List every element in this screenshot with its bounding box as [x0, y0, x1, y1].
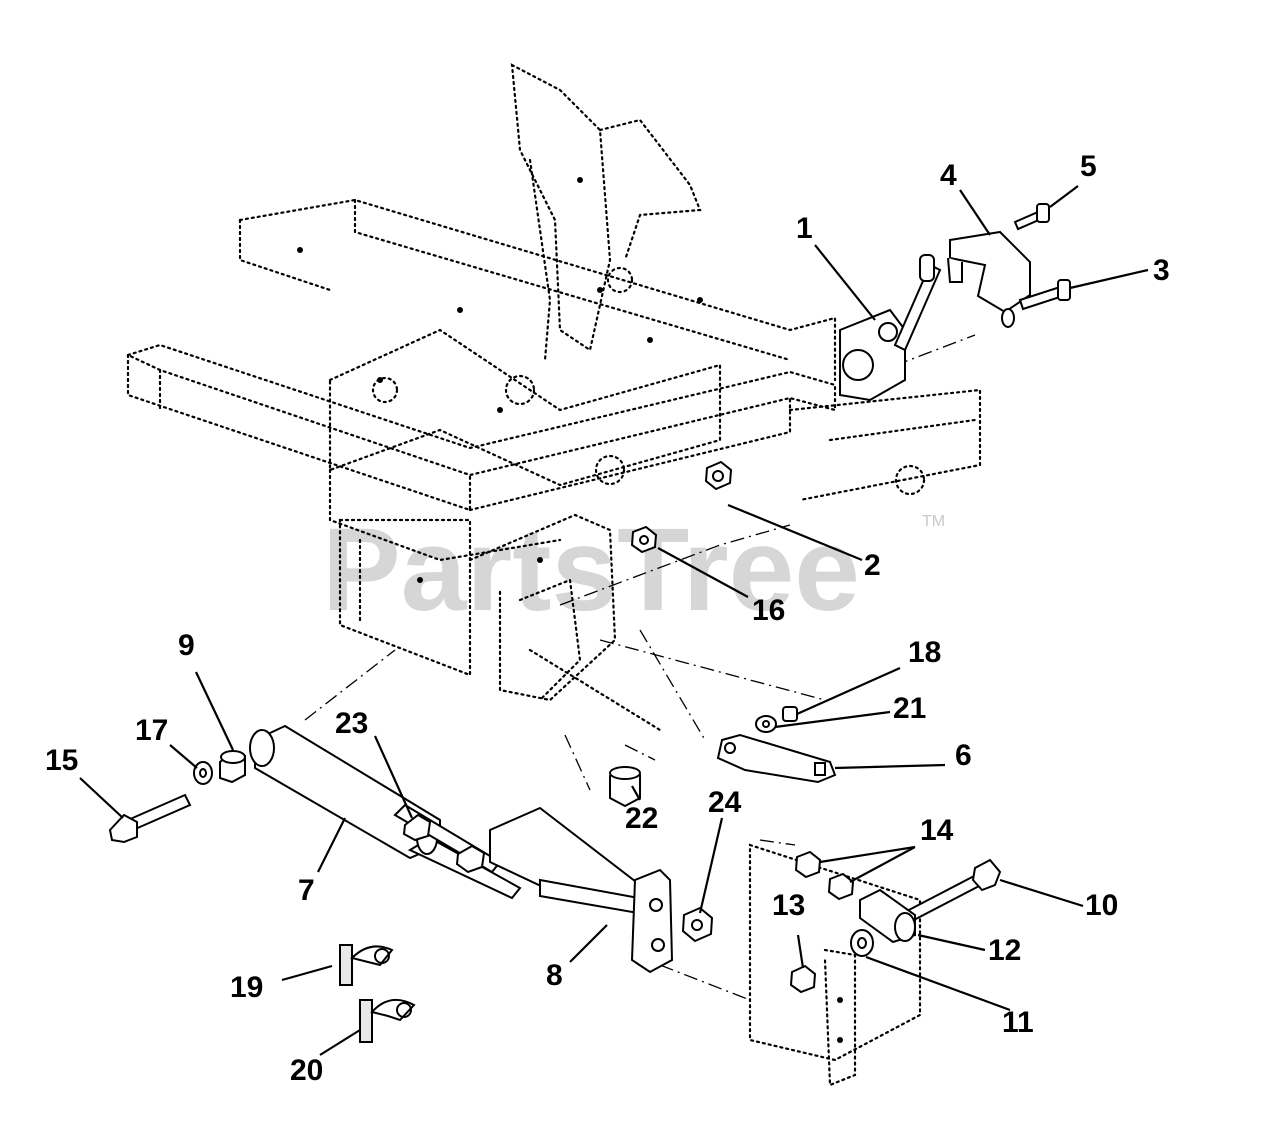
screw-part-18	[782, 706, 798, 722]
bracket-part	[947, 230, 1031, 314]
bolt-part-10	[903, 858, 1002, 924]
callout-20: 20	[290, 1054, 323, 1087]
callout-3: 3	[1153, 254, 1170, 287]
leader-lines	[79, 185, 1149, 1056]
shaft-plate-part	[489, 806, 674, 974]
nut-part-16	[630, 525, 658, 554]
clip-part-20	[359, 998, 416, 1043]
callout-labels: 1 2 3 4 5 6 7 8 9 10 11 12 13 14 15 16 1…	[45, 150, 1170, 1087]
washer-part-21	[755, 715, 777, 733]
washer-part-17	[193, 761, 213, 785]
bushing-part	[609, 766, 641, 808]
callout-22: 22	[625, 802, 658, 835]
nut-part-13	[789, 964, 817, 994]
control-valve-part	[839, 254, 942, 402]
callout-2: 2	[864, 549, 881, 582]
callout-17: 17	[135, 714, 168, 747]
callout-18: 18	[908, 636, 941, 669]
watermark: PartsTree TM	[322, 504, 945, 636]
callout-8: 8	[546, 959, 563, 992]
nut-part-14	[794, 850, 855, 901]
callout-12: 12	[988, 934, 1021, 967]
watermark-trademark: TM	[922, 513, 945, 530]
link-arm-part	[716, 733, 837, 784]
screw-part	[1013, 203, 1050, 231]
callout-16: 16	[752, 594, 785, 627]
washer-part-11	[850, 929, 874, 957]
spacer-part-9	[219, 750, 246, 784]
callout-4: 4	[940, 159, 957, 192]
callout-21: 21	[893, 692, 926, 725]
nut-part-24	[681, 906, 714, 943]
reference-lines	[304, 334, 976, 1001]
callout-13: 13	[772, 889, 805, 922]
bolt-part-15	[108, 793, 192, 844]
callout-5: 5	[1080, 150, 1097, 183]
watermark-text: PartsTree	[322, 504, 860, 636]
callout-6: 6	[955, 739, 972, 772]
callout-10: 10	[1085, 889, 1118, 922]
callout-11: 11	[1002, 1006, 1034, 1039]
callout-14: 14	[920, 814, 954, 847]
callout-19: 19	[230, 971, 263, 1004]
nut-part-2	[704, 460, 733, 491]
bolt-part	[1001, 279, 1071, 328]
callout-23: 23	[335, 707, 368, 740]
hydraulic-cylinder-part	[249, 724, 522, 900]
clip-part-19	[339, 944, 394, 986]
callout-15: 15	[45, 744, 78, 777]
clevis-part	[859, 888, 916, 944]
callout-24: 24	[708, 786, 742, 819]
callout-7: 7	[298, 874, 315, 907]
callout-9: 9	[178, 629, 195, 662]
callout-1: 1	[796, 212, 813, 245]
frame-assembly	[124, 63, 982, 1087]
